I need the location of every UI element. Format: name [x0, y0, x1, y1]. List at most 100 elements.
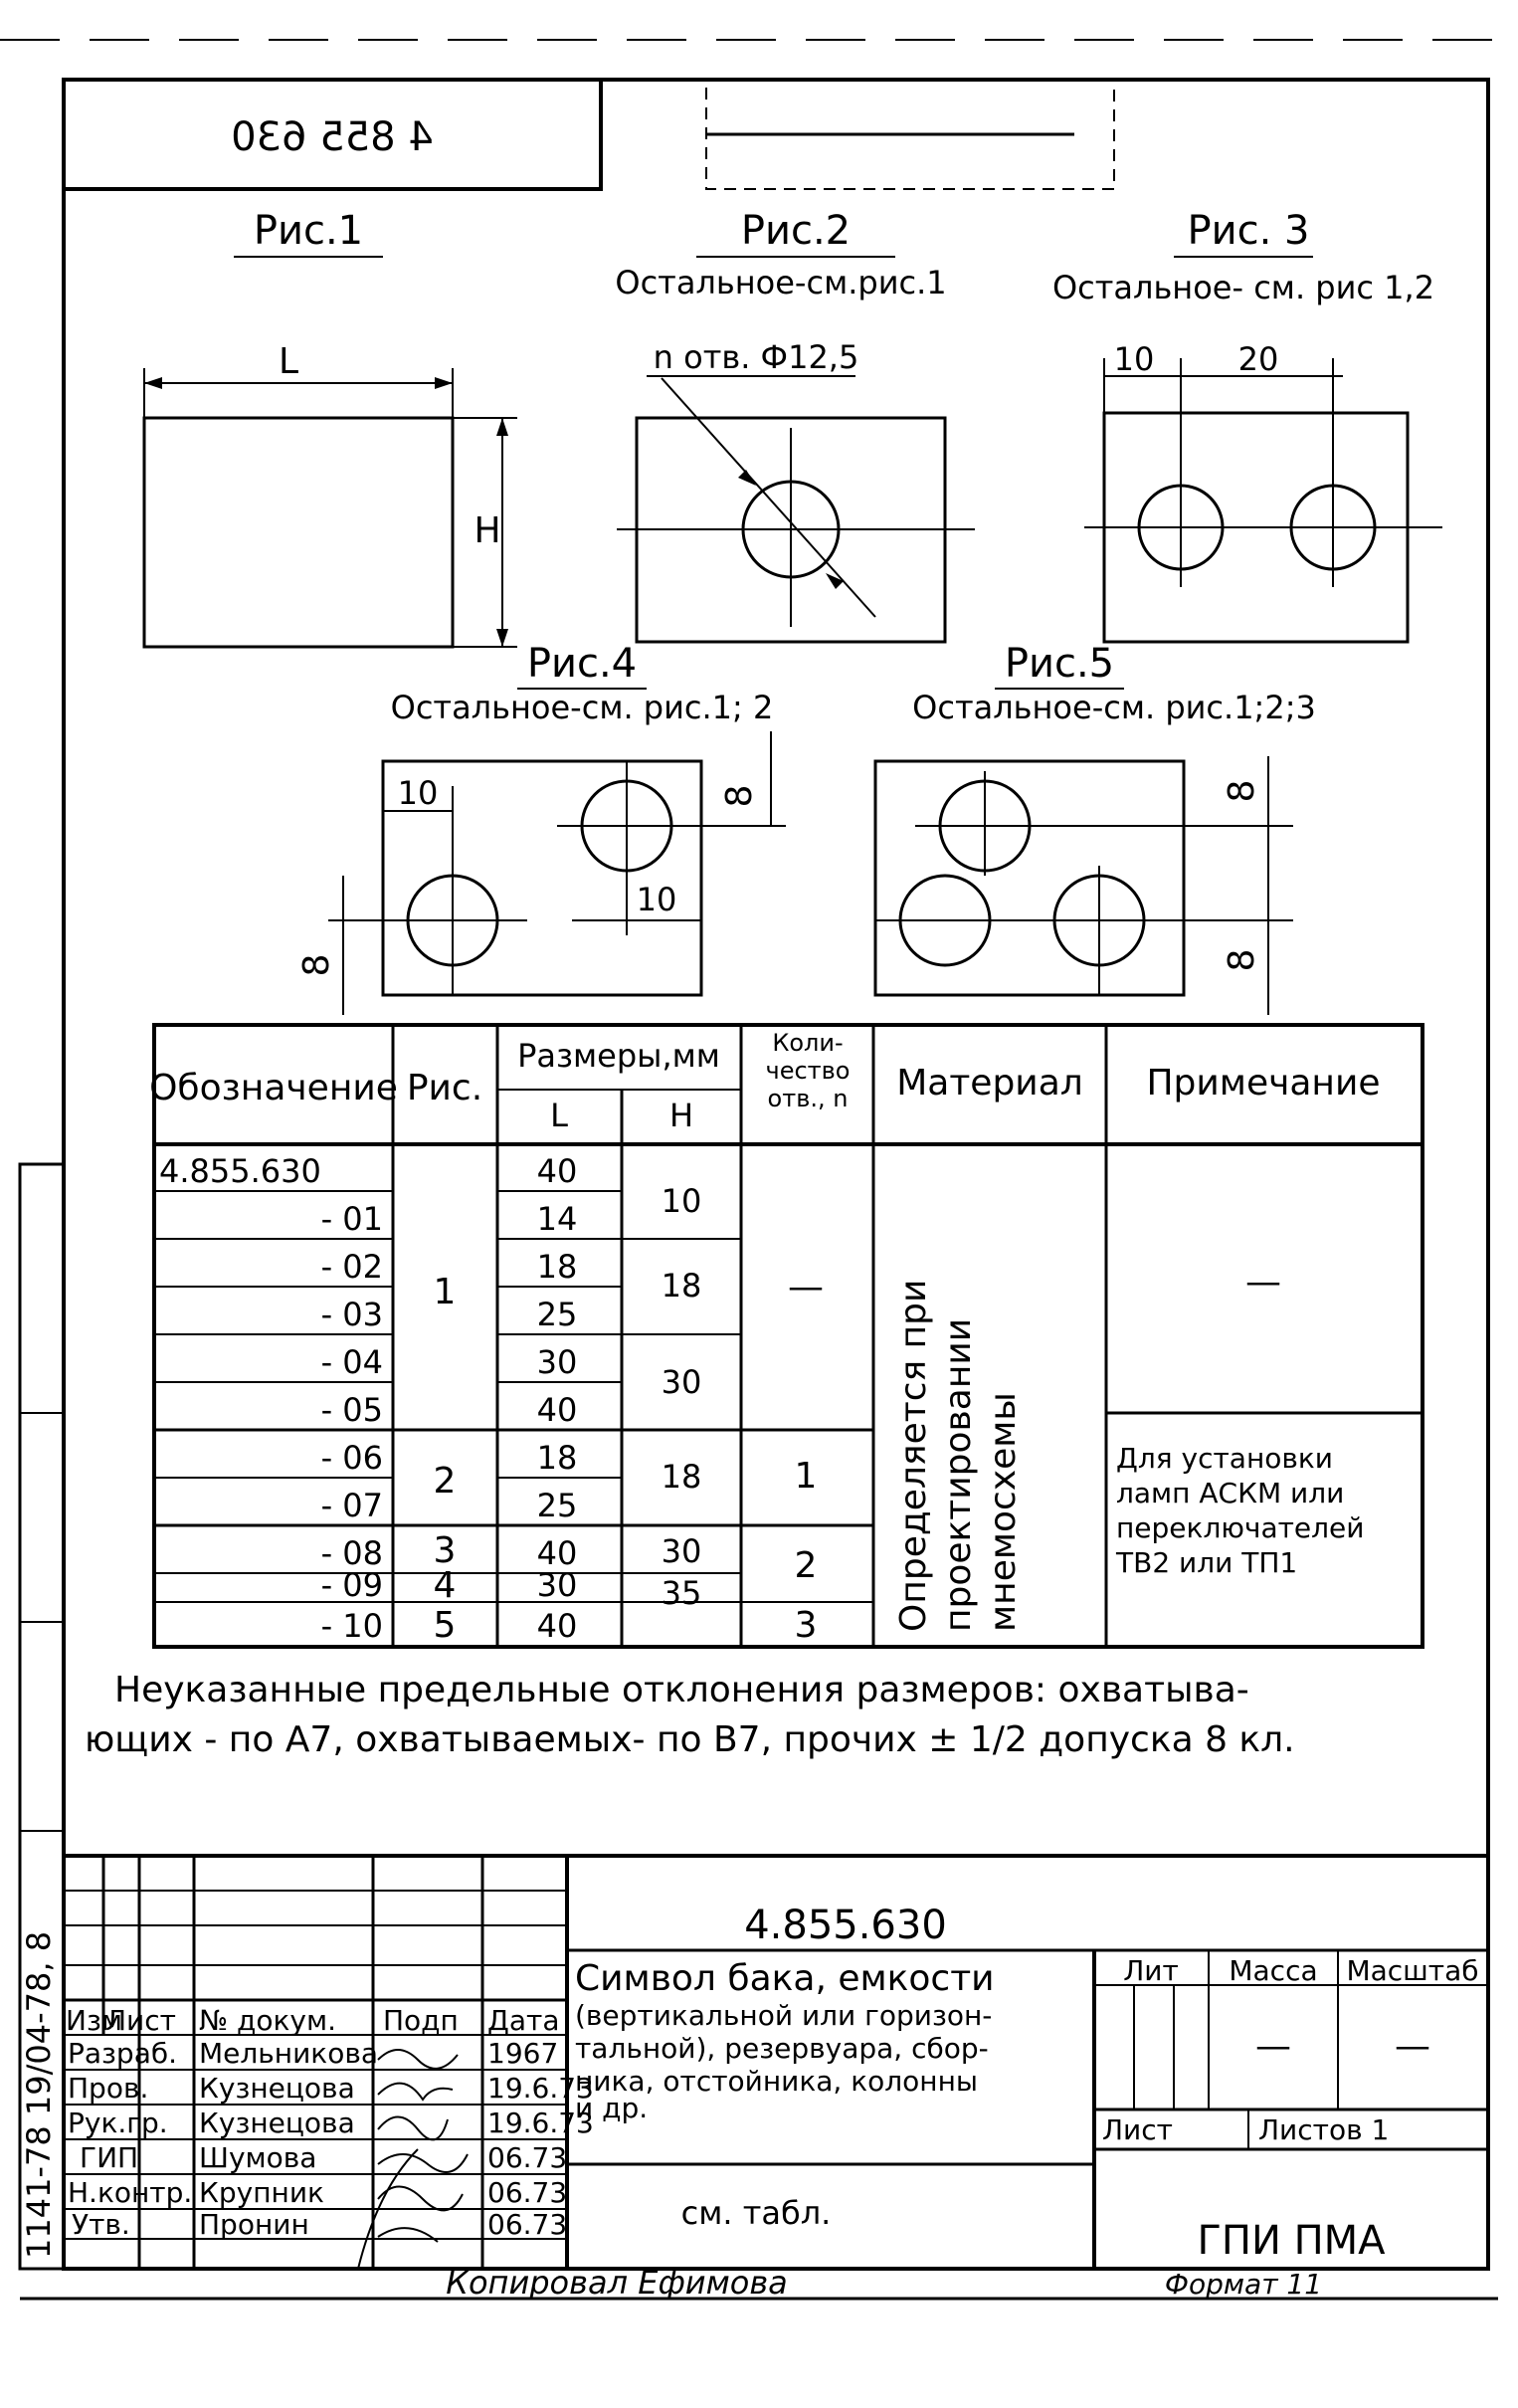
fig3-dim-a: 10: [1114, 340, 1155, 378]
cell-L: 30: [537, 1566, 578, 1604]
fig4-dim-c: 8: [719, 785, 760, 808]
fig4-dim-a: 10: [398, 774, 439, 812]
cell-H: 10: [662, 1182, 702, 1220]
fig1-plate: [142, 416, 455, 649]
fig1-dim-l: L: [279, 341, 298, 382]
cell-L: 30: [537, 1343, 578, 1381]
name: Шумова: [199, 2141, 316, 2174]
role: Рук.гр.: [68, 2107, 168, 2139]
cell-fig: 5: [434, 1605, 457, 1646]
cell-fig: 4: [434, 1565, 457, 1606]
side-strip: [18, 1162, 66, 2271]
fig5-plate: [873, 759, 1186, 997]
col-sign: Подп: [383, 2004, 459, 2037]
cell-L: 40: [537, 1152, 578, 1190]
fig3-title: Рис. 3: [1188, 208, 1310, 254]
th-sizes: Размеры,мм: [517, 1037, 720, 1075]
fig5-note: Остальное-см. рис.1;2;3: [912, 689, 1316, 726]
fig5-dim-b: 8: [1222, 949, 1262, 972]
cell-material-2: проектировании: [938, 1318, 979, 1632]
copied-by: Копировал Ефимова: [446, 2264, 788, 2302]
cell-L: 25: [537, 1487, 578, 1524]
fig2-note: Остальное-см.рис.1: [615, 264, 946, 301]
th-designation: Обозначение: [149, 1068, 398, 1108]
cell-L: 40: [537, 1607, 578, 1645]
cell-note-line: Для установки: [1116, 1442, 1333, 1475]
fig5-dim-a: 8: [1222, 780, 1262, 803]
date: 1967: [487, 2037, 558, 2070]
th-material: Материал: [896, 1063, 1083, 1104]
th-L: L: [550, 1097, 568, 1134]
fig3-note: Остальное- см. рис 1,2: [1052, 269, 1434, 306]
cell-designation: - 03: [321, 1296, 383, 1333]
fig1-dim-h: H: [474, 510, 500, 551]
cell-note-line: переключателей: [1116, 1511, 1364, 1544]
doc-name-line: тальной), резервуара, сбор-: [575, 2032, 989, 2065]
cell-H: 30: [662, 1363, 702, 1401]
format-label: Формат 11: [1165, 2268, 1322, 2301]
scale-value: —: [1395, 2026, 1430, 2067]
cell-holes: 2: [795, 1545, 818, 1586]
cell-material-3: мнемосхемы: [983, 1392, 1024, 1632]
cell-designation: - 02: [321, 1248, 383, 1286]
tolerance-line-2: ющих - по А7, охватываемых- по В7, прочи…: [85, 1719, 1295, 1760]
date: 06.73: [487, 2208, 567, 2241]
doc-name-line: и др.: [575, 2092, 648, 2124]
col-izm: Изм: [66, 2004, 122, 2037]
fig2-title: Рис.2: [741, 208, 851, 254]
date: 19.6.73: [487, 2107, 594, 2139]
doc-number: 4.855.630: [744, 1903, 947, 1948]
cell-H: 35: [662, 1574, 702, 1612]
cell-note-dash: —: [1245, 1262, 1281, 1303]
col-list: Лист: [105, 2004, 176, 2037]
lit-label: Лит: [1123, 1954, 1179, 1987]
cell-designation: - 08: [321, 1534, 383, 1572]
sheet-label: Лист: [1102, 2113, 1173, 2146]
role: ГИП: [80, 2141, 138, 2174]
doc-name-line: (вертикальной или горизон-: [575, 1999, 992, 2032]
cell-fig: 2: [434, 1461, 457, 1502]
cell-designation: - 06: [321, 1439, 383, 1477]
cell-holes: 1: [795, 1456, 818, 1497]
cell-designation: - 07: [321, 1487, 383, 1524]
cell-note-line: ламп АСКМ или: [1116, 1477, 1344, 1509]
name: Пронин: [199, 2208, 309, 2241]
cell-L: 40: [537, 1534, 578, 1572]
cell-L: 25: [537, 1296, 578, 1333]
name: Мельникова: [199, 2037, 378, 2070]
mass-label: Масса: [1229, 1954, 1317, 1987]
th-holes: Коли-чество отв., n: [765, 1029, 851, 1112]
cell-H: 18: [662, 1267, 702, 1304]
tolerance-line-1: Неуказанные предельные отклонения размер…: [114, 1670, 1249, 1710]
side-stamp: 1141-78 19/04-78, 8: [20, 1931, 58, 2259]
fig5-title: Рис.5: [1005, 641, 1114, 687]
parts-table: Обозначение Рис. Размеры,мм L H Коли-чес…: [149, 1023, 1424, 1649]
fig4-plate: [381, 759, 703, 997]
cell-designation: - 04: [321, 1343, 383, 1381]
col-date: Дата: [487, 2004, 560, 2037]
cell-L: 18: [537, 1439, 578, 1477]
fig4-dim-d: 8: [296, 954, 337, 977]
role: Пров.: [68, 2072, 148, 2105]
col-doc: № докум.: [199, 2004, 336, 2037]
date: 06.73: [487, 2176, 567, 2209]
scale-label: Масштаб: [1346, 1954, 1478, 1987]
fig2-hole-label: n отв. Ф12,5: [654, 338, 859, 376]
title-block: Изм Лист № докум. Подп Дата Разраб. Мель…: [64, 1854, 1488, 2270]
doc-name-line: ника, отстойника, колонны: [575, 2065, 978, 2098]
date: 19.6.73: [487, 2072, 594, 2105]
cell-designation: - 01: [321, 1200, 383, 1238]
th-fig: Рис.: [407, 1068, 482, 1108]
fig4-title: Рис.4: [527, 641, 637, 687]
cell-H: 30: [662, 1532, 702, 1570]
org-name: ГПИ ПМА: [1197, 2218, 1386, 2264]
fig4-note: Остальное-см. рис.1; 2: [391, 689, 774, 726]
doc-material: см. табл.: [681, 2194, 832, 2232]
fig4-dim-b: 10: [637, 881, 677, 918]
cell-holes: 3: [795, 1605, 818, 1646]
cell-L: 40: [537, 1391, 578, 1429]
sheets-label: Листов 1: [1258, 2113, 1389, 2146]
mass-value: —: [1255, 2026, 1291, 2067]
fig3-dim-b: 20: [1238, 340, 1279, 378]
